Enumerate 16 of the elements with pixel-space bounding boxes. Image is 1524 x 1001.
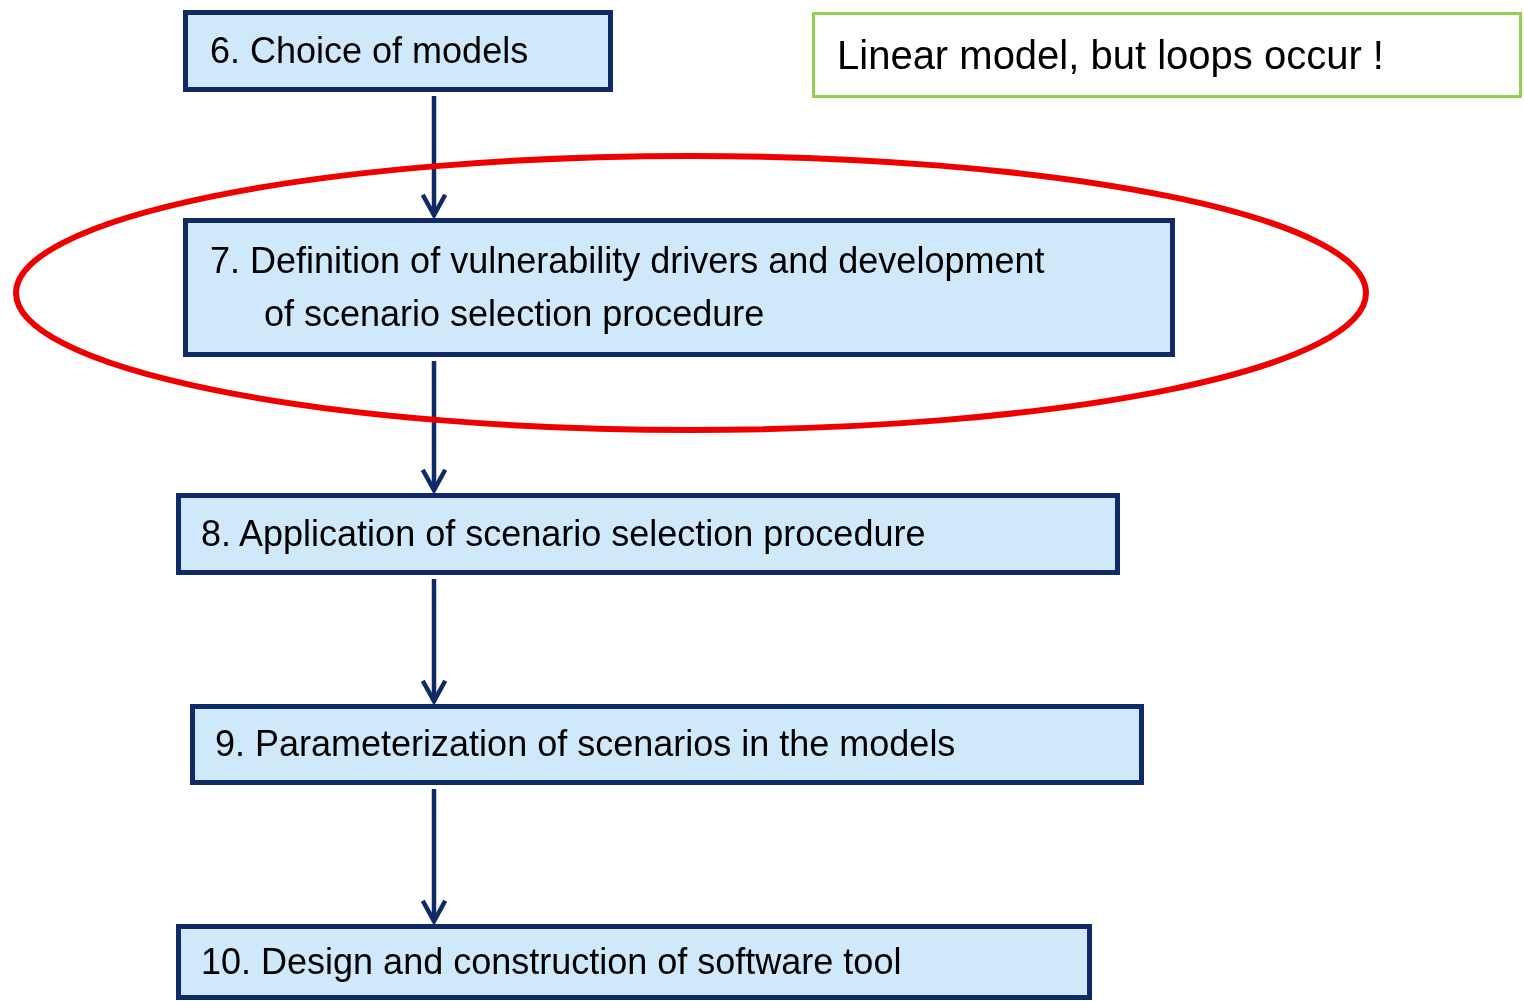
arrow (420, 361, 448, 493)
process-box (176, 493, 1120, 575)
note-box (812, 12, 1522, 98)
step-text: 9. Parameterization of scenarios in the models (215, 723, 956, 765)
step-text: 10. Design and construction of software tool (201, 940, 902, 982)
step-text: 6. Choice of models (210, 29, 529, 71)
arrow (420, 789, 448, 924)
process-box (183, 218, 1175, 357)
step-text: 8. Application of scenario selection procedure (201, 512, 926, 554)
process-box (176, 924, 1092, 1000)
process-box (183, 10, 613, 92)
step-text: 7. Definition of vulnerability drivers and development of scenario selection procedure (210, 240, 1045, 334)
process-box (190, 704, 1144, 785)
arrow (420, 579, 448, 704)
step-text: Linear model, but loops occur ! (837, 33, 1384, 77)
arrow (420, 96, 448, 218)
